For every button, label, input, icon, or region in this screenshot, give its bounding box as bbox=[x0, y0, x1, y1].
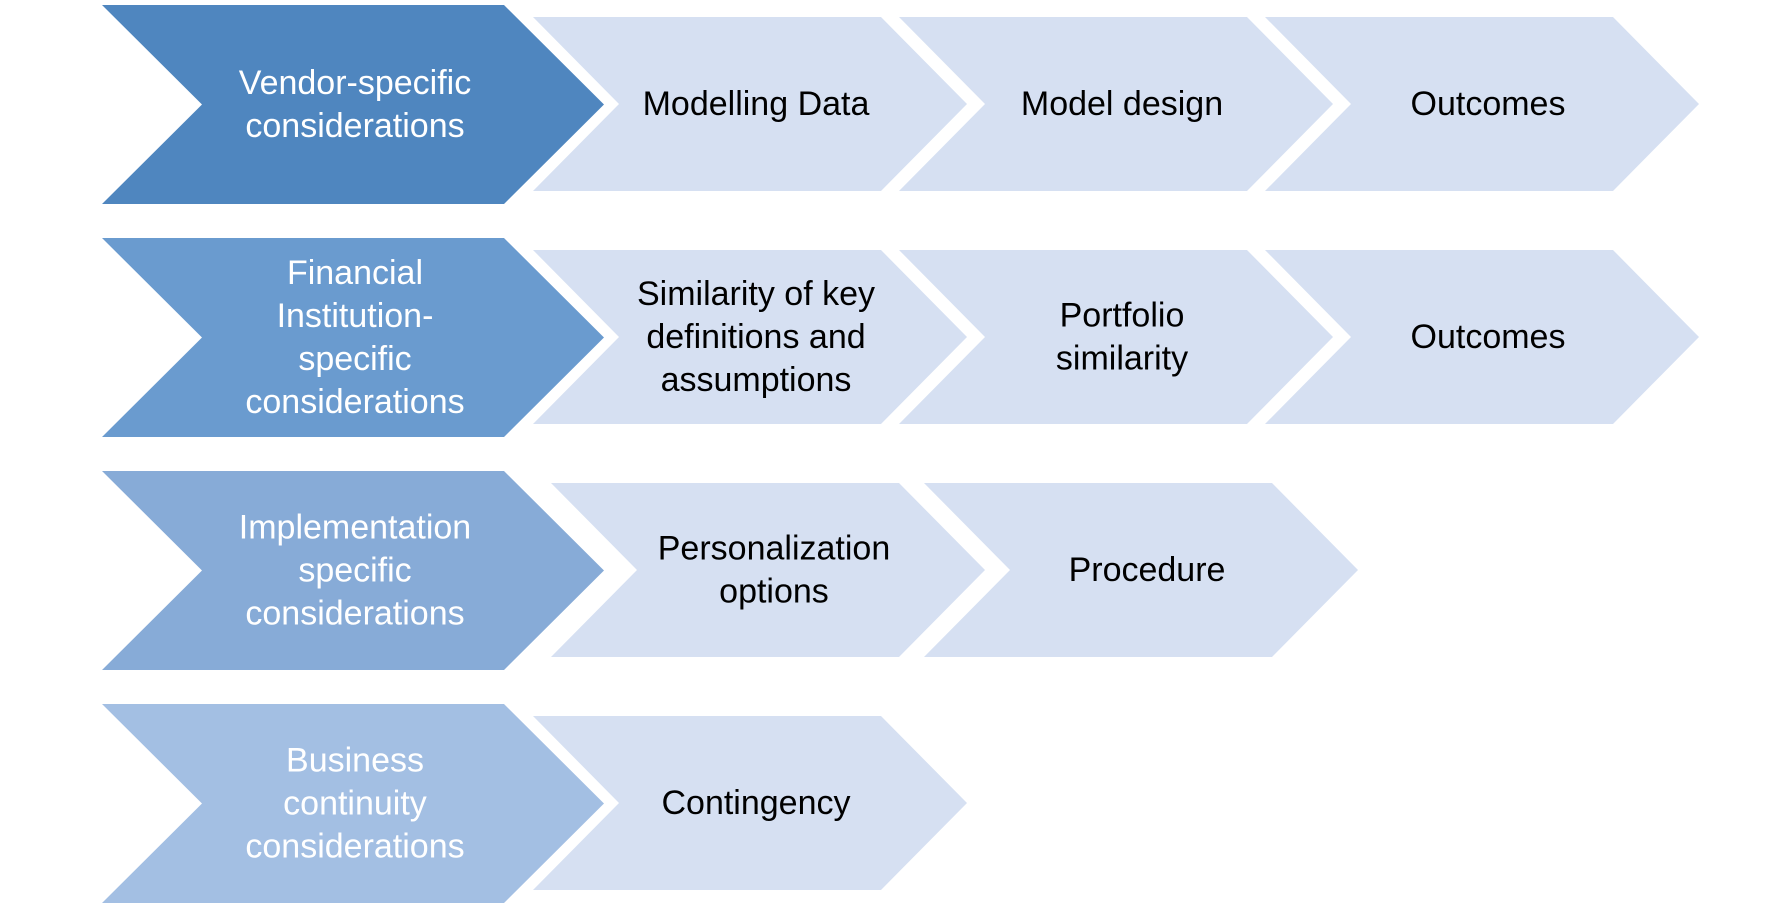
step-personalization-options-line-2: options bbox=[719, 573, 829, 611]
step-modelling-data-line-1: Modelling Data bbox=[643, 85, 870, 123]
step-modelling-data: Modelling Data bbox=[533, 17, 967, 191]
step-portfolio-similarity: Portfolio similarity bbox=[899, 250, 1333, 424]
category-financial-institution-specific-considerations-line-2: Institution- bbox=[277, 297, 434, 335]
step-outcomes: Outcomes bbox=[1265, 17, 1699, 191]
category-vendor-specific-considerations-line-1: Vendor-specific bbox=[239, 64, 471, 102]
step-personalization-options-line-1: Personalization bbox=[658, 530, 890, 568]
step-model-design-line-1: Model design bbox=[1021, 85, 1223, 123]
step-contingency: Contingency bbox=[533, 716, 967, 890]
step-portfolio-similarity-chevron bbox=[899, 250, 1333, 424]
category-implementation-specific-considerations-line-3: considerations bbox=[245, 595, 464, 633]
step-outcomes-chevron bbox=[1265, 250, 1699, 424]
category-financial-institution-specific-considerations-line-1: Financial bbox=[287, 254, 423, 292]
category-business-continuity-considerations: Business continuity considerations bbox=[102, 704, 604, 903]
category-business-continuity-considerations-line-2: continuity bbox=[283, 785, 427, 823]
row-1: Vendor-specific considerations Modelling D… bbox=[102, 5, 1699, 204]
category-vendor-specific-considerations: Vendor-specific considerations bbox=[102, 5, 604, 204]
category-business-continuity-considerations-line-1: Business bbox=[286, 742, 424, 780]
category-financial-institution-specific-considerations-line-3: specific bbox=[298, 340, 411, 378]
category-implementation-specific-considerations-line-1: Implementation bbox=[239, 509, 471, 547]
step-similarity-of-key-definitions-and-assumptions-line-1: Similarity of key bbox=[637, 275, 875, 313]
step-model-design-chevron bbox=[899, 17, 1333, 191]
step-procedure: Procedure bbox=[924, 483, 1358, 657]
category-implementation-specific-considerations: Implementation specific considerations bbox=[102, 471, 604, 670]
step-personalization-options-chevron bbox=[551, 483, 985, 657]
step-procedure-line-1: Procedure bbox=[1069, 551, 1226, 589]
step-similarity-of-key-definitions-and-assumptions-line-3: assumptions bbox=[661, 361, 852, 399]
step-outcomes: Outcomes bbox=[1265, 250, 1699, 424]
category-vendor-specific-considerations-line-2: considerations bbox=[245, 107, 464, 145]
step-portfolio-similarity-line-1: Portfolio bbox=[1060, 297, 1185, 335]
step-contingency-line-1: Contingency bbox=[661, 784, 850, 822]
row-4: Business continuity considerations Continge… bbox=[102, 704, 967, 903]
category-vendor-specific-considerations-chevron bbox=[102, 5, 604, 204]
step-model-design: Model design bbox=[899, 17, 1333, 191]
category-implementation-specific-considerations-line-2: specific bbox=[298, 552, 411, 590]
category-financial-institution-specific-considerations-chevron bbox=[102, 238, 604, 437]
step-procedure-chevron bbox=[924, 483, 1358, 657]
category-financial-institution-specific-considerations-line-4: considerations bbox=[245, 383, 464, 421]
step-outcomes-line-1: Outcomes bbox=[1411, 318, 1566, 356]
category-business-continuity-considerations-chevron bbox=[102, 704, 604, 903]
step-outcomes-chevron bbox=[1265, 17, 1699, 191]
step-outcomes-line-1: Outcomes bbox=[1411, 85, 1566, 123]
step-portfolio-similarity-line-2: similarity bbox=[1056, 340, 1188, 378]
step-personalization-options: Personalization options bbox=[551, 483, 985, 657]
step-similarity-of-key-definitions-and-assumptions: Similarity of key definitions and assumpti… bbox=[533, 250, 967, 424]
row-3: Implementation specific considerations Pers… bbox=[102, 471, 1358, 670]
step-contingency-chevron bbox=[533, 716, 967, 890]
step-similarity-of-key-definitions-and-assumptions-chevron bbox=[533, 250, 967, 424]
category-implementation-specific-considerations-chevron bbox=[102, 471, 604, 670]
step-modelling-data-chevron bbox=[533, 17, 967, 191]
category-business-continuity-considerations-line-3: considerations bbox=[245, 828, 464, 866]
step-similarity-of-key-definitions-and-assumptions-line-2: definitions and bbox=[646, 318, 865, 356]
